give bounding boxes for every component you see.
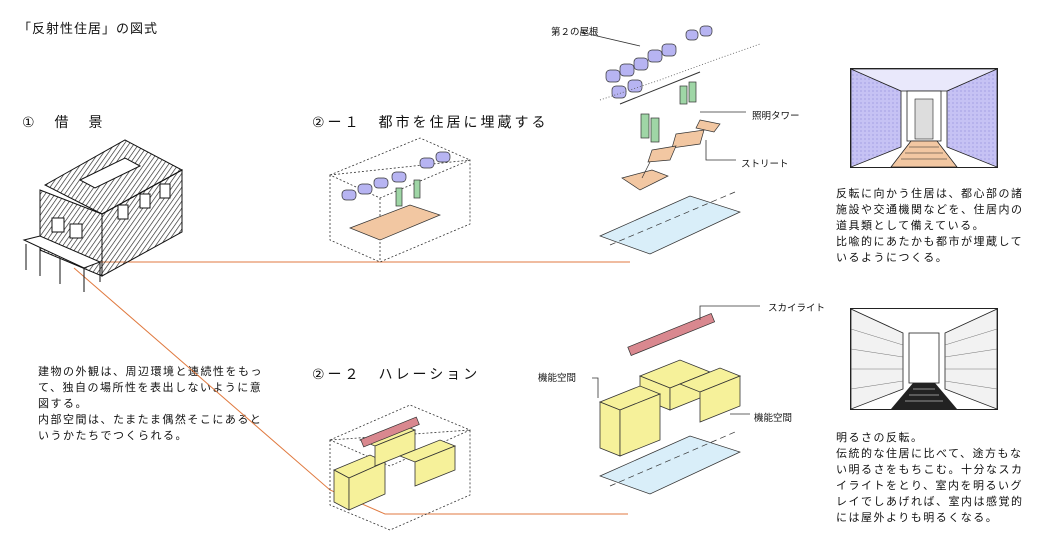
street-elements: [621, 119, 721, 191]
halation-model-exploded: [592, 305, 760, 495]
section-2-1-heading: ②ー１ 都市を住居に埋蔵する: [312, 115, 549, 131]
interior-view-halation: [850, 308, 998, 410]
halation-model-small: [328, 404, 472, 531]
page-title: 「反射性住居」の図式: [18, 22, 159, 37]
ground-plane-bottom: [599, 435, 741, 495]
brightness-description: 明るさの反転。 伝統的な住居に比べて、途方もな い明るさをもちこむ。十分なスカ …: [836, 431, 1024, 524]
section-2-2-heading: ②ー２ ハレーション: [312, 367, 481, 383]
city-model-small: [328, 137, 472, 263]
ground-plane-top: [599, 195, 741, 255]
second-roof: [605, 25, 713, 99]
section-1-heading: ① 借 景: [22, 115, 106, 131]
exterior-description: 建物の外観は、周辺環境と連続性をもっ て、独自の場所性を表出しないように意 図す…: [38, 365, 263, 442]
label-street: ストリート: [741, 159, 789, 170]
lighting-towers: [640, 81, 697, 143]
label-lighting-tower: 照明タワー: [752, 111, 800, 122]
city-embedding-description: 反転に向かう住居は、都心部の諸 施設や交通機関などを、住居内の 道具類として備え…: [836, 187, 1024, 264]
interior-view-city: [850, 68, 998, 168]
label-functional-space-right: 機能空間: [754, 413, 793, 424]
label-skylight: スカイライト: [768, 303, 826, 314]
label-second-roof: 第２の屋根: [551, 27, 599, 38]
city-model-exploded: [579, 25, 761, 255]
label-functional-space-left: 機能空間: [538, 373, 577, 384]
building-illustration: [22, 139, 184, 292]
